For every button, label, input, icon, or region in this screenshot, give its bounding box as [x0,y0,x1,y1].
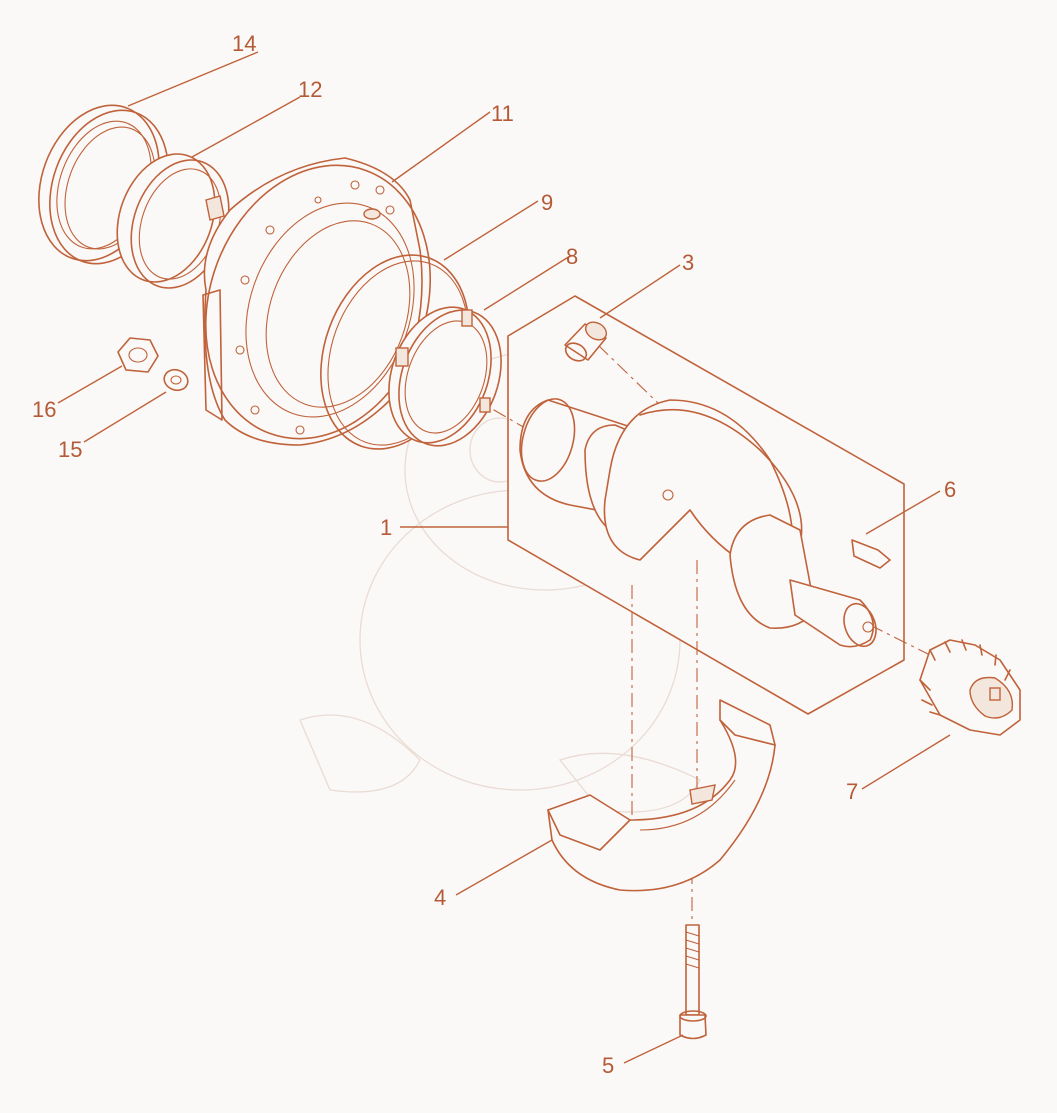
part-5-bolt [679,924,707,1040]
axis-line-gear [869,624,931,656]
callout-8: 8 [566,244,578,269]
callout-5: 5 [602,1053,614,1078]
callout-9: 9 [541,190,553,215]
callout-labels: 14 12 11 9 8 3 6 1 7 4 5 16 15 [32,31,956,1078]
callout-7: 7 [846,779,858,804]
part-16-nut [117,337,159,373]
part-8-bearing [388,306,502,447]
part-6-key [851,539,891,569]
part-4-counterweight [547,699,776,892]
part-7-gear [919,639,1021,736]
callout-3: 3 [682,250,694,275]
callout-1: 1 [380,515,392,540]
callout-12: 12 [298,77,322,102]
part-3-pin [564,321,608,362]
callout-11: 11 [491,101,514,126]
callout-14: 14 [232,31,256,56]
part-15-washer [163,368,189,392]
callout-15: 15 [58,437,82,462]
callout-16: 16 [32,397,56,422]
callout-4: 4 [434,885,446,910]
part-1-crankshaft [519,398,877,648]
callout-6: 6 [944,477,956,502]
leader-lines [57,51,951,1064]
